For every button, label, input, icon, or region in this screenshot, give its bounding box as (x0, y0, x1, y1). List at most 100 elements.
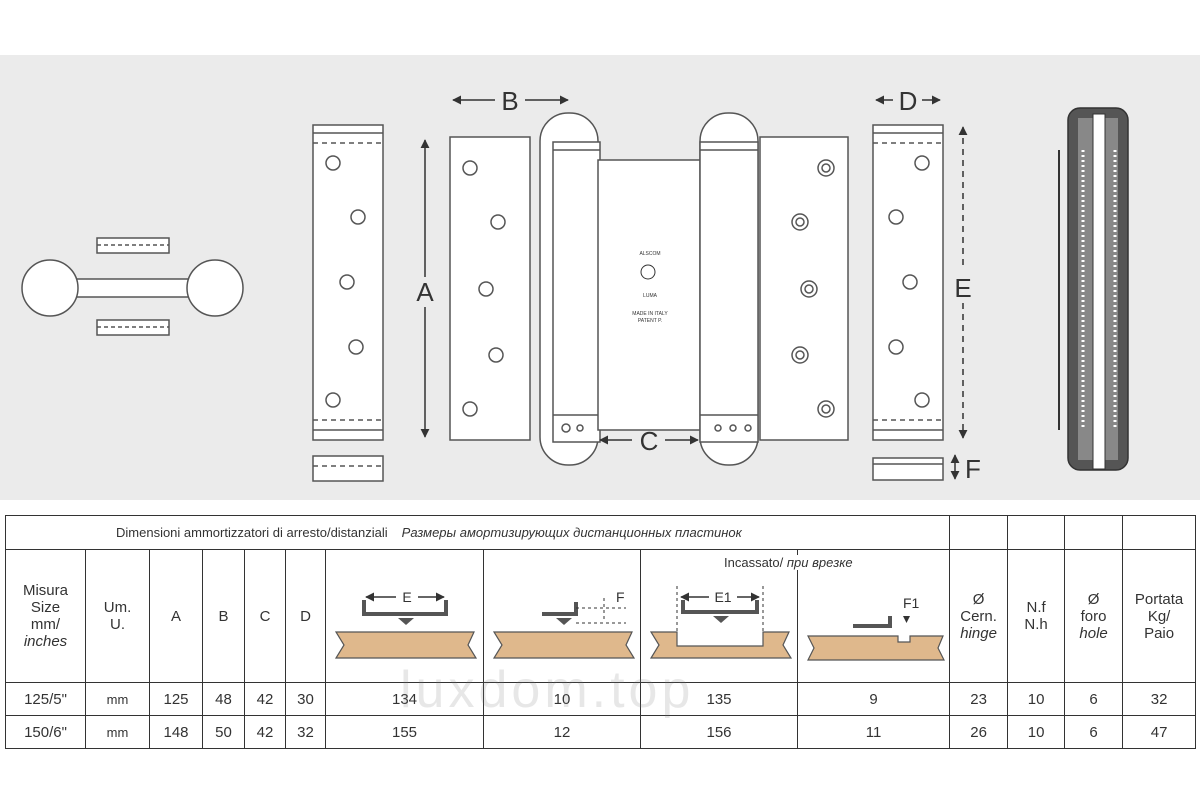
cell-e: 155 (325, 715, 484, 749)
logo-line-3: MADE IN ITALY (632, 311, 668, 317)
cell-a: 148 (149, 715, 203, 749)
h-portata-1: Portata (1134, 590, 1184, 608)
cell-size: 150/6" (5, 715, 86, 749)
h-foro-3: hole (1079, 624, 1108, 642)
cell-cern: 26 (949, 715, 1009, 749)
h-misura-4: inches (23, 633, 68, 650)
banner-blank-4 (1122, 515, 1197, 550)
h-cern-1: Ø (972, 590, 985, 608)
spec-table: Dimensioni ammortizzatori di arresto/dis… (4, 515, 1197, 749)
h-portata-3: Paio (1144, 624, 1175, 642)
header-e1-icon: E1 (640, 549, 798, 683)
cell-portata: 47 (1122, 715, 1197, 749)
h-nf-1: N.f (1026, 599, 1046, 616)
h-misura-2: Size (30, 599, 61, 616)
leaf-side-right (872, 124, 944, 481)
cell-e1: 135 (640, 682, 798, 716)
header-e-icon: E (325, 549, 484, 683)
header-um: Um.U. (85, 549, 150, 683)
cell-um: mm (85, 715, 150, 749)
cell-portata: 32 (1122, 682, 1197, 716)
cell-c: 42 (244, 715, 286, 749)
table-row: 125/5" mm 125 48 42 30 134 10 135 9 23 1… (5, 682, 1197, 716)
header-a: A (149, 549, 203, 683)
icon-f1-label: F1 (903, 595, 920, 611)
cell-c: 42 (244, 682, 286, 716)
spacer-block (312, 455, 384, 482)
barrel-right-sleeve (699, 141, 759, 443)
h-misura-3: mm/ (30, 616, 61, 633)
cell-e: 134 (325, 682, 484, 716)
h-misura-1: Misura (22, 582, 68, 599)
icon-e1-label: E1 (714, 589, 731, 605)
hinge-section-view (1058, 107, 1129, 471)
dim-e-label: E (954, 273, 971, 303)
incassato-label: Incassato/ при врезке (720, 555, 857, 570)
center-leaf (597, 159, 704, 431)
cell-f1: 11 (796, 715, 951, 749)
h-cern-3: hinge (960, 624, 997, 642)
banner-blank-3 (1064, 515, 1124, 550)
h-foro-1: Ø (1087, 590, 1100, 608)
header-f-icon: F (483, 549, 641, 683)
spacer-block-right (872, 457, 944, 481)
header-b: B (202, 549, 245, 683)
cell-f1: 9 (796, 682, 951, 716)
header-d: D (285, 549, 326, 683)
banner-blank-1 (949, 515, 1009, 550)
header-c: C (244, 549, 286, 683)
top-view-barrel-left (21, 259, 79, 317)
h-portata-2: Kg/ (1147, 607, 1171, 625)
incassato-ru: при врезке (786, 555, 853, 570)
h-nf-2: N.h (1024, 616, 1048, 633)
hinge-front-view (449, 112, 849, 466)
incassato-it: Incassato/ (724, 555, 784, 570)
h-foro-2: foro (1080, 607, 1107, 625)
logo-line-4: PATENT P. (638, 318, 662, 324)
dim-b-label: B (501, 86, 518, 116)
logo-line-2: LUMA (643, 293, 658, 299)
icon-e-label: E (402, 589, 411, 605)
cell-f: 12 (483, 715, 641, 749)
leaf-plate-right (872, 124, 944, 441)
cell-a: 125 (149, 682, 203, 716)
dim-f-label: F (965, 454, 981, 484)
cell-d: 30 (285, 682, 326, 716)
h-um-2: U. (110, 616, 125, 633)
cell-d: 32 (285, 715, 326, 749)
cell-foro: 6 (1064, 715, 1124, 749)
cell-nf: 10 (1007, 715, 1066, 749)
cell-nf: 10 (1007, 682, 1066, 716)
table-banner: Dimensioni ammortizzatori di arresto/dis… (4, 515, 951, 550)
hinge-technical-drawing: A ALSCOM LUMA MADE IN ITALY PATENT P. (21, 86, 1129, 484)
cell-size: 125/5" (5, 682, 86, 716)
cell-b: 48 (202, 682, 245, 716)
h-cern-2: Cern. (960, 607, 997, 625)
cell-f: 10 (483, 682, 641, 716)
header-f1-icon: F1 (796, 549, 951, 683)
banner-russian: Размеры амортизирующих дистанционных пла… (401, 525, 742, 540)
h-um-1: Um. (103, 599, 132, 616)
top-view-barrel-right (186, 259, 244, 317)
dim-d-label: D (899, 86, 918, 116)
hinge-top-view (21, 237, 244, 336)
leaf-side-left (312, 124, 384, 482)
cell-e1: 156 (640, 715, 798, 749)
logo-line-1: ALSCOM (639, 251, 660, 257)
banner-italian: Dimensioni ammortizzatori di arresto/dis… (116, 525, 388, 540)
banner-blank-2 (1007, 515, 1066, 550)
cell-b: 50 (202, 715, 245, 749)
drawing-panel: A ALSCOM LUMA MADE IN ITALY PATENT P. (0, 55, 1200, 500)
top-view-leaf (71, 278, 193, 298)
dim-c-label: C (640, 426, 659, 456)
cell-um: mm (85, 682, 150, 716)
barrel-left-sleeve (552, 141, 601, 443)
cell-foro: 6 (1064, 682, 1124, 716)
cell-cern: 23 (949, 682, 1009, 716)
table-row: 150/6" mm 148 50 42 32 155 12 156 11 26 … (5, 715, 1197, 749)
